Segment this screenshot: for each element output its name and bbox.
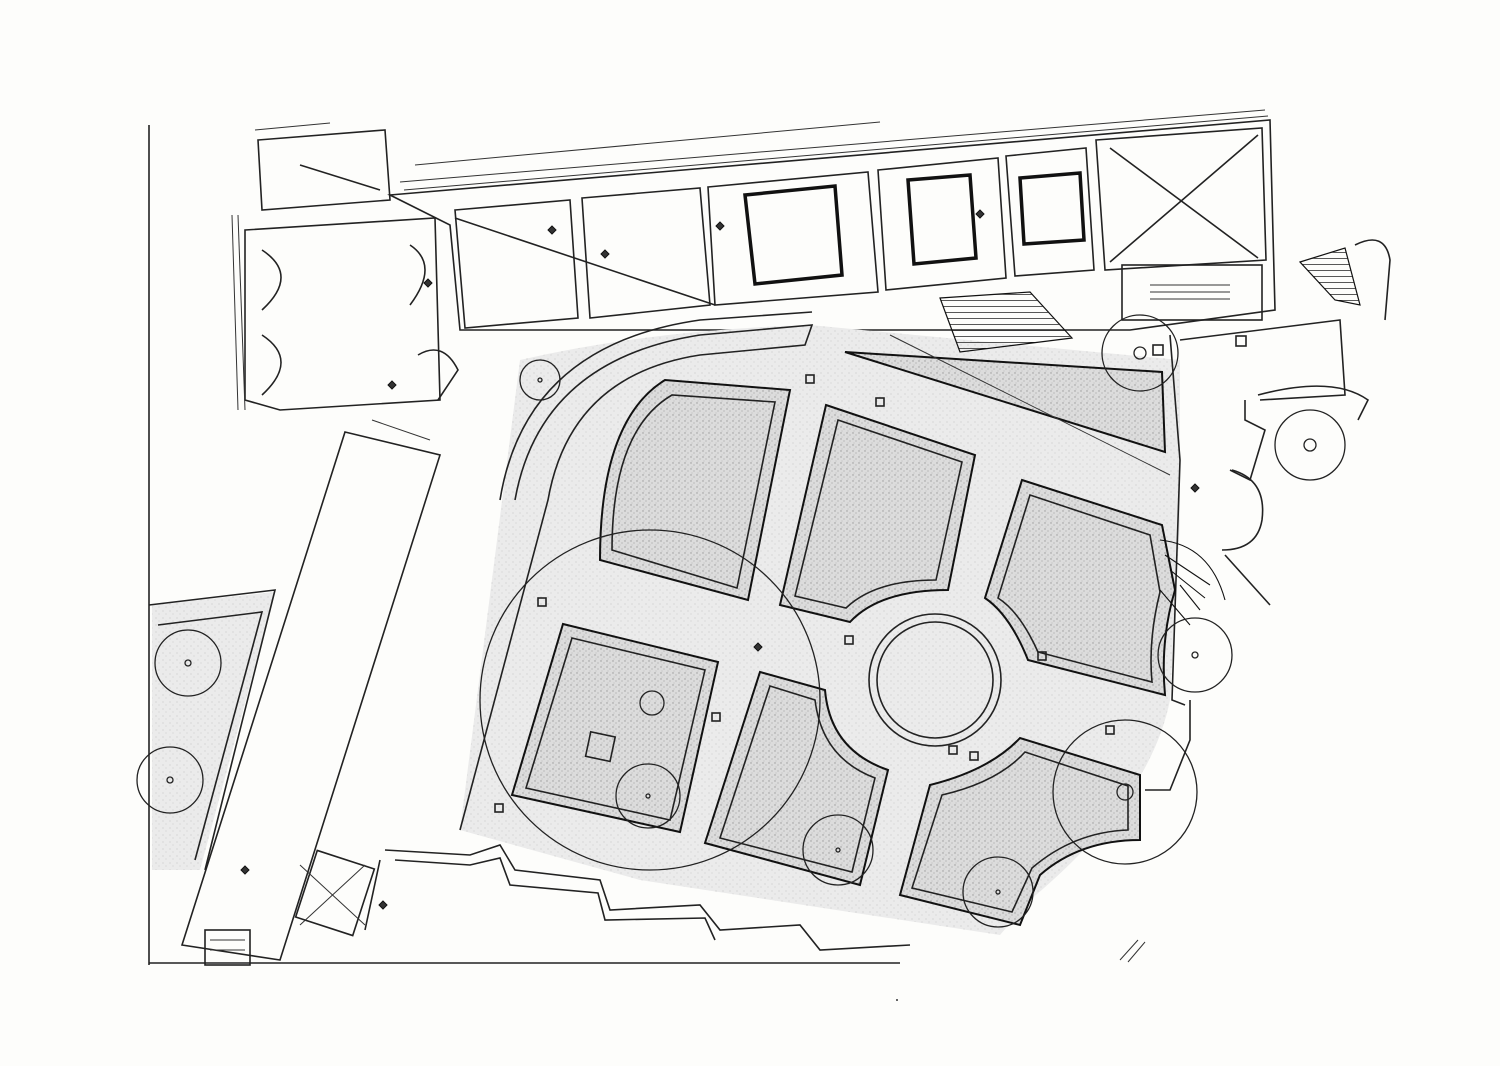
survey-marker <box>1190 483 1200 493</box>
tree-circles <box>479 314 1346 928</box>
survey-marker <box>387 380 397 390</box>
west-wing <box>180 419 442 961</box>
bed-center-s <box>703 670 890 887</box>
survey-marker <box>715 221 725 231</box>
central-basin <box>868 613 1002 747</box>
triangle-bed <box>844 351 1167 454</box>
survey-marker <box>753 642 763 652</box>
survey-marker <box>547 225 557 235</box>
bed-w <box>510 622 720 834</box>
survey-marker <box>600 249 610 259</box>
survey-marker <box>240 865 250 875</box>
south-building <box>364 844 911 951</box>
survey-marker <box>975 209 985 219</box>
frame-lines <box>148 125 900 965</box>
west-garden-strip <box>136 589 277 871</box>
bed-se <box>898 736 1141 927</box>
survey-markers <box>240 209 1200 910</box>
stairs <box>204 247 1361 966</box>
parterre-beds <box>510 378 1177 927</box>
survey-marker <box>423 278 433 288</box>
misc-lines <box>889 334 1171 1001</box>
survey-marker <box>378 900 388 910</box>
east-terrace <box>1145 239 1391 791</box>
bed-nw <box>598 378 792 602</box>
posts <box>494 335 1247 813</box>
northwest-pavilion <box>231 129 459 411</box>
north-building-range <box>254 109 1276 331</box>
tree-canopy <box>154 629 222 697</box>
large-tree-canopy <box>479 529 821 871</box>
